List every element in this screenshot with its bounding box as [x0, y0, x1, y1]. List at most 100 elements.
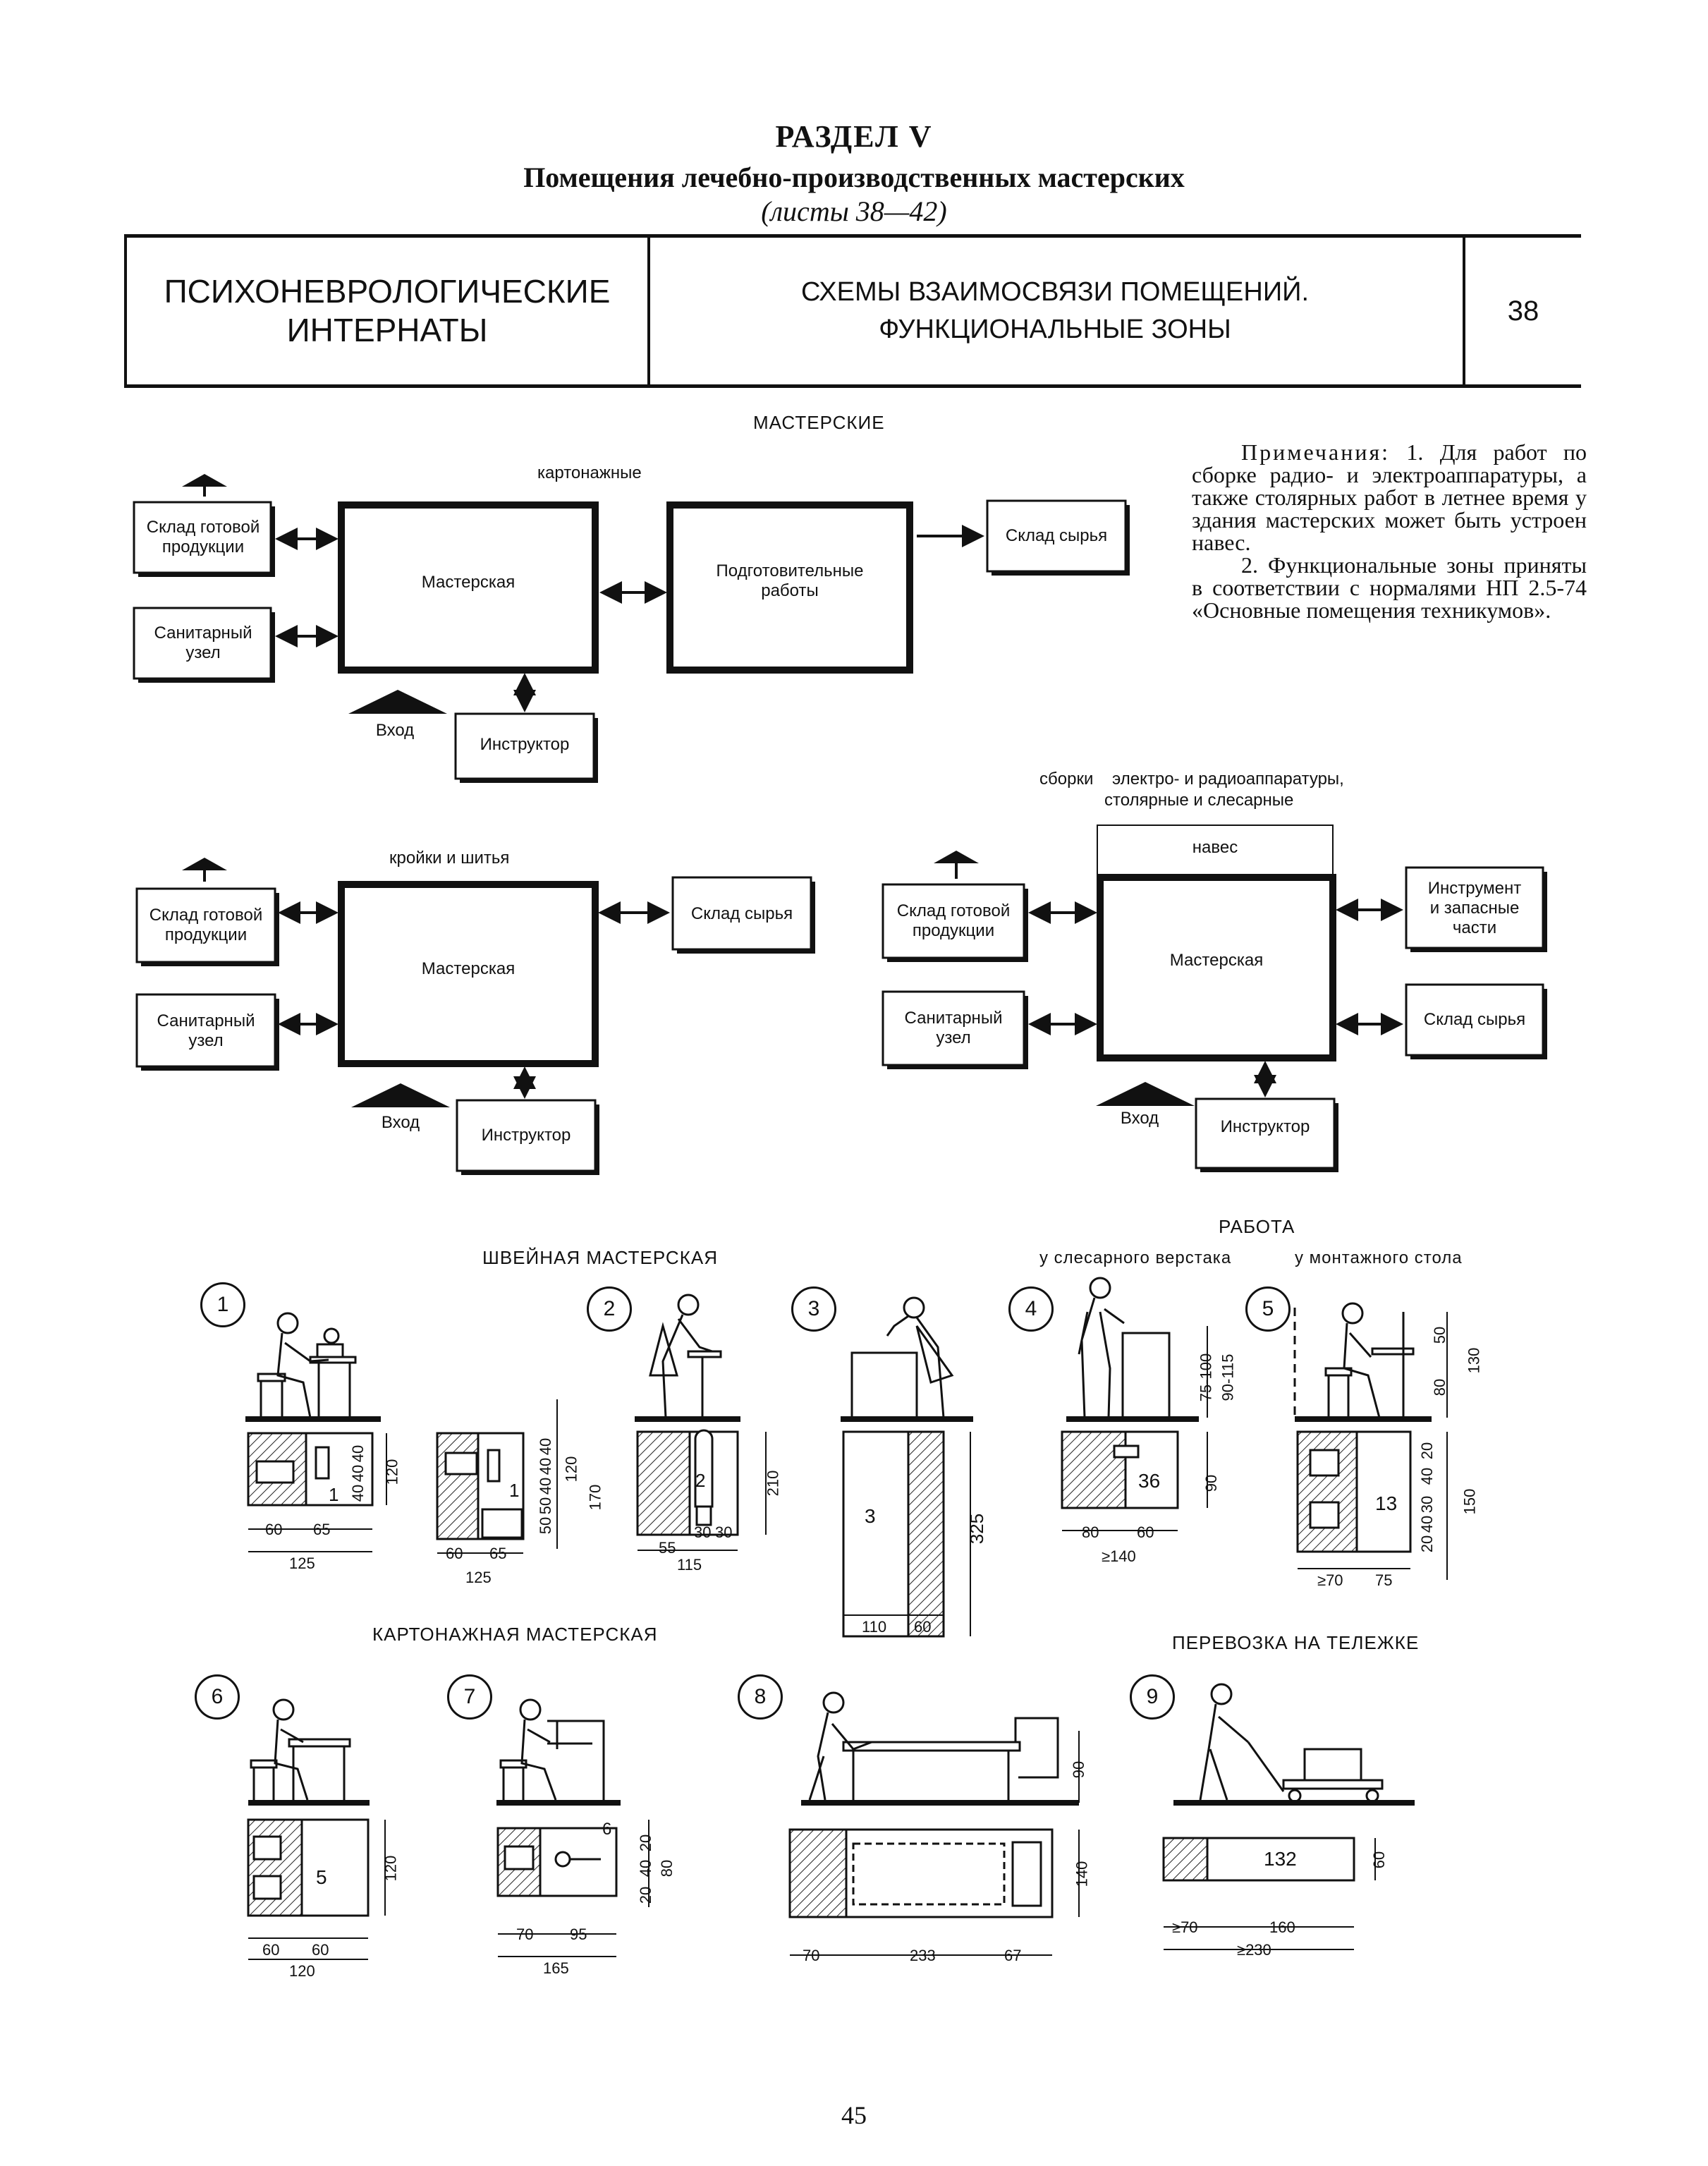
- dim-f1-120: 120: [383, 1459, 401, 1485]
- assembly-raw-label: Склад сырья: [1423, 1010, 1526, 1029]
- work-heading: РАБОТА: [1219, 1216, 1295, 1237]
- title-table: ПСИХОНЕВРОЛОГИЧЕСКИЕ ИНТЕРНАТЫ СХЕМЫ ВЗА…: [124, 234, 1581, 388]
- diagrams-heading: МАСТЕРСКИЕ: [753, 412, 885, 433]
- dim-f9-70: ≥70: [1172, 1918, 1198, 1936]
- dim-f4-75-100: 75-100: [1197, 1353, 1215, 1402]
- dim-f7-20a: 20: [637, 1834, 655, 1852]
- section-subtitle: Помещения лечебно-производственных масте…: [523, 162, 1185, 193]
- section-sheets: (листы 38—42): [761, 195, 947, 227]
- dim-f8-90: 90: [1070, 1760, 1088, 1779]
- assembly-entrance-label: Вход: [1120, 1109, 1159, 1128]
- dim-f6-60b: 60: [312, 1941, 329, 1959]
- dim-f6-120v: 120: [382, 1855, 400, 1882]
- dim-f2-30a: 30: [694, 1523, 712, 1541]
- dim-f1-40c: 40: [349, 1484, 367, 1502]
- dim-f5-50: 50: [1431, 1326, 1449, 1344]
- dim-f3-325: 325: [966, 1513, 988, 1545]
- dim-f5-80: 80: [1431, 1378, 1449, 1397]
- assembly-sanitary-label: Санитарный узел: [904, 1009, 1003, 1047]
- dim-f4-90-115: 90-115: [1219, 1353, 1237, 1401]
- cardboard-sanitary-label: Санитарный узел: [154, 623, 252, 662]
- dim-f6-60a: 60: [262, 1941, 280, 1959]
- assembly-finished-label: Склад готовой продукции: [896, 901, 1011, 940]
- cardboard-instructor-label: Инструктор: [480, 735, 570, 754]
- dim-f1b-60: 60: [446, 1545, 463, 1562]
- dim-f7-80: 80: [658, 1859, 676, 1878]
- diagram-cardboard-title: картонажные: [537, 463, 642, 482]
- plan-label-5: 13: [1375, 1492, 1398, 1514]
- dim-f7-95: 95: [570, 1925, 587, 1943]
- dim-f8-233: 233: [910, 1947, 936, 1964]
- notes: Примечания: 1. Для работ по сборке радио…: [1192, 441, 1587, 621]
- note-2: 2. Функциональные зоны приняты в соответ…: [1192, 552, 1587, 623]
- dim-f4-80: 80: [1082, 1523, 1099, 1541]
- cardboard-prep-label: Подготовительные работы: [716, 561, 864, 600]
- dim-f5-70: ≥70: [1317, 1571, 1343, 1589]
- dim-f1b-50b: 50: [537, 1497, 555, 1515]
- diagram-cardboard: [133, 474, 1130, 783]
- figure-row-2: [247, 1683, 1415, 1960]
- title-cell-left: ПСИХОНЕВРОЛОГИЧЕСКИЕ ИНТЕРНАТЫ: [124, 238, 650, 384]
- diagram-assembly-title-2: столярные и слесарные: [1104, 791, 1294, 810]
- dim-f6-120h: 120: [289, 1962, 315, 1980]
- plan-label-2: 2: [695, 1470, 706, 1491]
- cardboard-finished-label: Склад готовой продукции: [146, 518, 260, 556]
- title-left-text: ПСИХОНЕВРОЛОГИЧЕСКИЕ ИНТЕРНАТЫ: [164, 272, 611, 348]
- section-title: РАЗДЕЛ V: [775, 119, 933, 154]
- plan-label-3: 3: [865, 1505, 876, 1527]
- page-number: 45: [841, 2101, 867, 2129]
- sewing-entrance-label: Вход: [381, 1113, 420, 1132]
- dim-f5-40a: 40: [1418, 1515, 1436, 1533]
- figure-number-9: 9: [1130, 1674, 1175, 1720]
- sewing-workshop-heading: ШВЕЙНАЯ МАСТЕРСКАЯ: [482, 1247, 718, 1268]
- cardboard-workshop-heading: КАРТОНАЖНАЯ МАСТЕРСКАЯ: [372, 1624, 658, 1645]
- dim-f1b-40c: 40: [537, 1437, 555, 1456]
- assembly-workshop-label: Мастерская: [1169, 951, 1264, 970]
- dim-f1b-125: 125: [465, 1569, 492, 1586]
- sewing-sanitary-label: Санитарный узел: [157, 1011, 255, 1050]
- dim-f8-70: 70: [803, 1947, 820, 1964]
- plan-label-1b: 1: [509, 1480, 520, 1501]
- dim-f7-165: 165: [543, 1959, 569, 1977]
- dim-f1b-65: 65: [489, 1545, 507, 1562]
- plan-label-9: 132: [1264, 1848, 1297, 1870]
- dim-f1b-40b: 40: [537, 1457, 555, 1476]
- dim-f9-60: 60: [1370, 1851, 1389, 1869]
- dim-f1-60: 60: [265, 1521, 283, 1538]
- dim-f1b-50a: 50: [537, 1516, 555, 1535]
- dim-f5-75: 75: [1375, 1571, 1393, 1589]
- plan-label-1: 1: [329, 1484, 339, 1505]
- figure-number-2: 2: [587, 1286, 632, 1332]
- dim-f1-40a: 40: [349, 1444, 367, 1463]
- title-cell-middle: СХЕМЫ ВЗАИМОСВЯЗИ ПОМЕЩЕНИЙ. ФУНКЦИОНАЛЬ…: [647, 238, 1465, 384]
- dim-f1b-40a: 40: [537, 1477, 555, 1495]
- dim-f5-30: 30: [1418, 1495, 1436, 1514]
- work-locksmith-heading: у слесарного верстака: [1039, 1248, 1232, 1267]
- cardboard-raw-label: Склад сырья: [1005, 526, 1108, 545]
- plan-label-4: 36: [1138, 1470, 1161, 1492]
- note-1: 1. Для работ по сборке радио- и электроа…: [1192, 439, 1587, 555]
- sewing-raw-label: Склад сырья: [690, 904, 793, 923]
- dim-f1b-120: 120: [562, 1456, 580, 1483]
- figure-number-7: 7: [447, 1674, 492, 1720]
- diagram-sewing-title: кройки и шитья: [389, 848, 510, 868]
- notes-lead: Примечания:: [1241, 439, 1391, 465]
- assembly-tools-label: Инструмент и запасные части: [1427, 879, 1522, 937]
- figure-number-4: 4: [1008, 1286, 1054, 1332]
- dim-f3-110: 110: [862, 1618, 887, 1636]
- dim-f5-40b: 40: [1418, 1467, 1436, 1485]
- title-middle-text: СХЕМЫ ВЗАИМОСВЯЗИ ПОМЕЩЕНИЙ. ФУНКЦИОНАЛЬ…: [800, 276, 1309, 344]
- dim-f1-65: 65: [313, 1521, 331, 1538]
- dim-f9-230: ≥230: [1237, 1941, 1271, 1959]
- diagram-sewing: [135, 858, 815, 1175]
- figure-number-5: 5: [1245, 1286, 1291, 1332]
- diagram-assembly-title-1: сборки электро- и радиоаппаратуры,: [1039, 769, 1344, 789]
- plan-label-6: 5: [316, 1866, 327, 1888]
- figure-row-1: [245, 1277, 1448, 1638]
- sewing-workshop-label: Мастерская: [421, 959, 516, 978]
- dim-f5-20b: 20: [1418, 1442, 1436, 1460]
- dim-f2-55: 55: [659, 1539, 676, 1557]
- dim-f5-20a: 20: [1418, 1535, 1436, 1553]
- dim-f3-60: 60: [914, 1618, 932, 1636]
